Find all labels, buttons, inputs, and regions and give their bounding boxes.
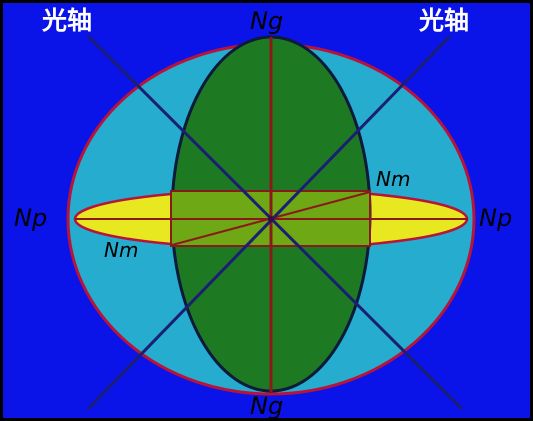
label-ng-bottom: Ng [250, 392, 283, 420]
label-np-left: Np [14, 204, 47, 232]
label-optic-axis-right: 光轴 [418, 6, 469, 35]
label-ng-top: Ng [250, 7, 283, 35]
label-nm-upper: Nm [376, 167, 410, 191]
label-np-right: Np [479, 204, 512, 232]
label-optic-axis-left: 光轴 [41, 6, 92, 35]
label-nm-lower: Nm [104, 238, 138, 262]
center-point [268, 216, 274, 222]
